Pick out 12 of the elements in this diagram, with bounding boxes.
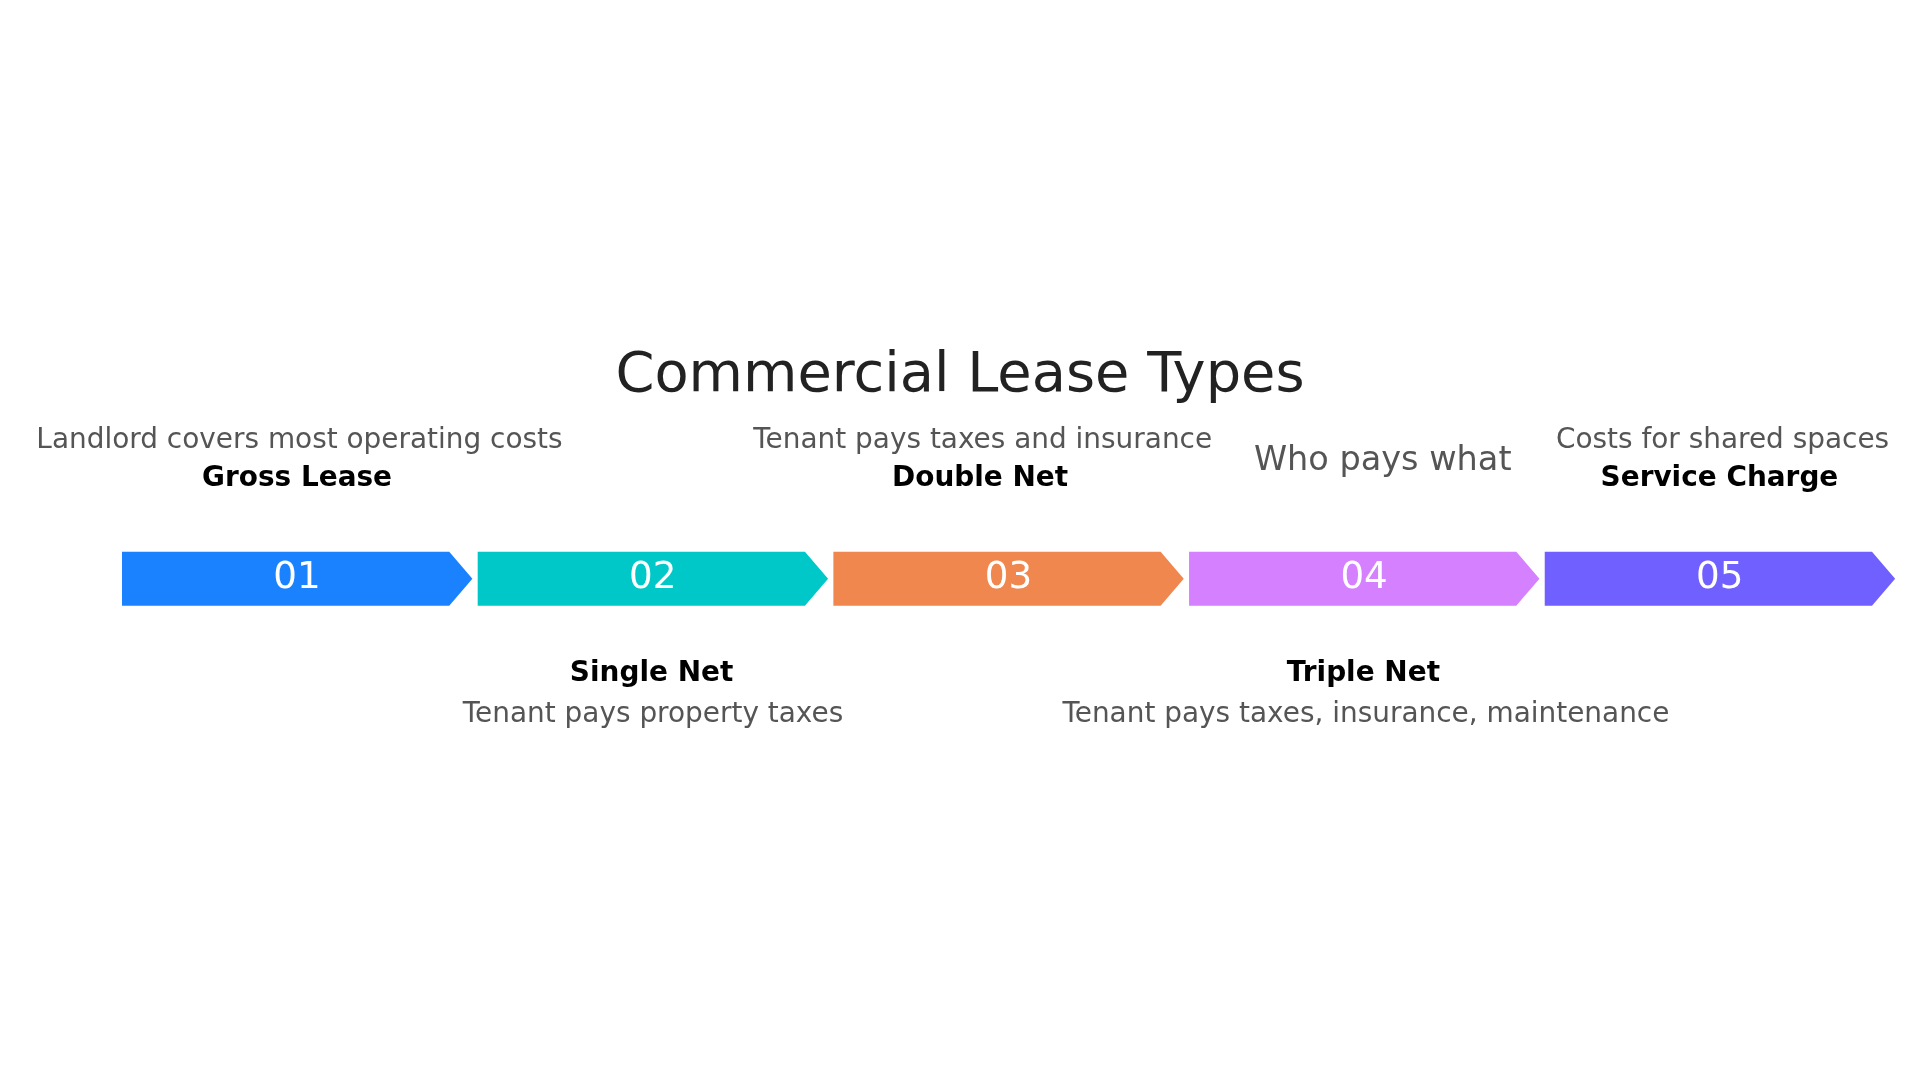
node-label: Costs for shared spaces	[1555, 421, 1890, 455]
node-label: Tenant pays taxes, insurance, maintenance	[1062, 695, 1670, 729]
node-label: Landlord covers most operating costs	[36, 421, 563, 455]
diagram-title: Commercial Lease Types	[615, 338, 1305, 404]
node-label: Triple Net	[1286, 654, 1441, 688]
node-label: Service Charge	[1600, 459, 1839, 493]
node-label: Single Net	[569, 654, 734, 688]
node-label: Tenant pays taxes and insurance	[753, 421, 1213, 455]
node-label: Gross Lease	[202, 459, 393, 493]
node-label: Tenant pays property taxes	[462, 695, 844, 729]
label: Who pays what	[1253, 438, 1512, 478]
node-label: Double Net	[892, 459, 1069, 493]
